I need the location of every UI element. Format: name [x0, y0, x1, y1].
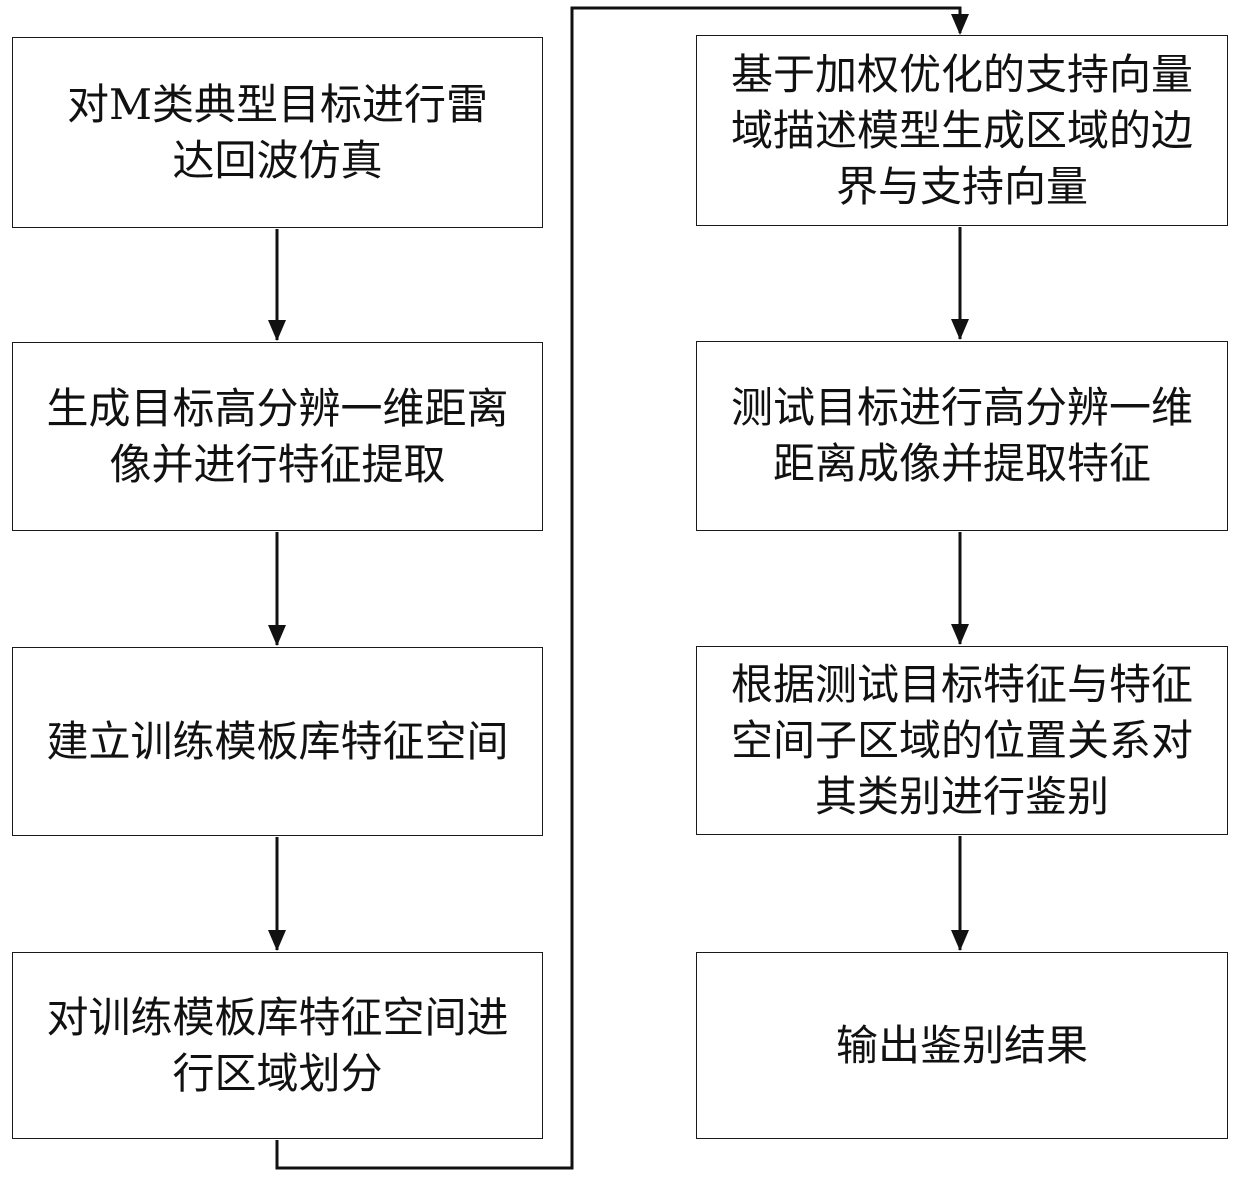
- flow-step-label: 基于加权优化的支持向量域描述模型生成区域的边界与支持向量: [730, 49, 1193, 211]
- arrowhead-step5-to-step6: [951, 319, 969, 340]
- arrowhead-step1-to-step2: [268, 320, 286, 341]
- arrowhead-step3-to-step4: [268, 930, 286, 951]
- arrowhead-step6-to-step7: [951, 624, 969, 645]
- flow-step-label: 测试目标进行高分辨一维距离成像并提取特征: [730, 383, 1193, 488]
- flow-step-classification: 根据测试目标特征与特征空间子区域的位置关系对其类别进行鉴别: [696, 646, 1228, 835]
- flow-step-label: 建立训练模板库特征空间: [46, 716, 509, 766]
- flow-step-hrrp-feature-extraction: 生成目标高分辨一维距离像并进行特征提取: [12, 342, 543, 531]
- flow-step-output-result: 输出鉴别结果: [696, 952, 1228, 1139]
- arrowhead-step7-to-step8: [951, 930, 969, 951]
- arrowhead-step2-to-step3: [268, 625, 286, 646]
- flow-step-test-target-imaging: 测试目标进行高分辨一维距离成像并提取特征: [696, 341, 1228, 531]
- flow-step-label: 输出鉴别结果: [835, 1020, 1088, 1070]
- flow-step-label: 根据测试目标特征与特征空间子区域的位置关系对其类别进行鉴别: [730, 659, 1193, 821]
- flow-step-radar-echo-simulation: 对M类典型目标进行雷达回波仿真: [12, 37, 543, 228]
- flow-step-label: 对M类典型目标进行雷达回波仿真: [66, 79, 488, 185]
- arrowhead-step4-to-step5: [951, 14, 969, 35]
- flow-step-region-partition: 对训练模板库特征空间进行区域划分: [12, 952, 543, 1139]
- arrow-step4-to-step5: [275, 6, 962, 1170]
- flow-step-svdd-boundary: 基于加权优化的支持向量域描述模型生成区域的边界与支持向量: [696, 35, 1228, 226]
- flow-step-label: 对训练模板库特征空间进行区域划分: [46, 992, 509, 1098]
- flow-step-label: 生成目标高分辨一维距离像并进行特征提取: [46, 383, 509, 489]
- flow-step-build-feature-space: 建立训练模板库特征空间: [12, 647, 543, 836]
